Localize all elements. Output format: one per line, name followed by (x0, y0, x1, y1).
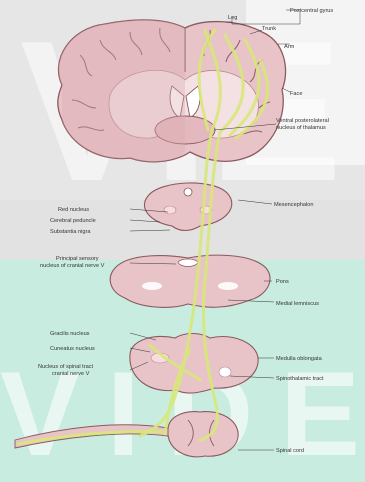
cerebrum-section (58, 20, 286, 162)
label-postcentral-gyrus: Postcentral gyrus (290, 8, 333, 14)
label-substantia-nigra: Substantia nigra (50, 229, 91, 235)
label-gracilis-nucleus: Gracilis nucleus (50, 331, 90, 337)
label-cerebral-peduncle: Cerebral peduncle (50, 218, 96, 224)
label-principal-sensory-line2: nucleus of cranial nerve V (40, 263, 105, 269)
label-face: Face (290, 91, 302, 97)
label-ventral-posterolateral-line2: nucleus of thalamus (276, 125, 326, 131)
label-arm: Arm (284, 44, 295, 50)
label-spinal-tract-line1: Nucleus of spinal tract (38, 364, 93, 370)
label-leg: Leg (228, 15, 237, 21)
label-spinal-tract-line2: cranial nerve V (52, 371, 90, 377)
label-medulla-oblongata: Medulla oblongata (276, 356, 323, 362)
label-pons: Pons (276, 279, 289, 285)
label-principal-sensory-line1: Principal sensory (56, 256, 99, 262)
label-trunk: Trunk (262, 26, 276, 32)
label-medial-lemniscus: Medial lemniscus (276, 301, 319, 307)
label-ventral-posterolateral-line1: Ventral posterolateral (276, 118, 329, 124)
medulla-section (130, 334, 258, 394)
label-spinothalamic-tract: Spinothalamic tract (276, 376, 324, 382)
label-red-nucleus: Red nucleus (58, 207, 89, 213)
label-spinal-cord: Spinal cord (276, 448, 304, 454)
label-mesencephalon: Mesencephalon (274, 202, 314, 208)
label-cuneatus-nucleus: Cuneatus nucleus (50, 346, 95, 352)
